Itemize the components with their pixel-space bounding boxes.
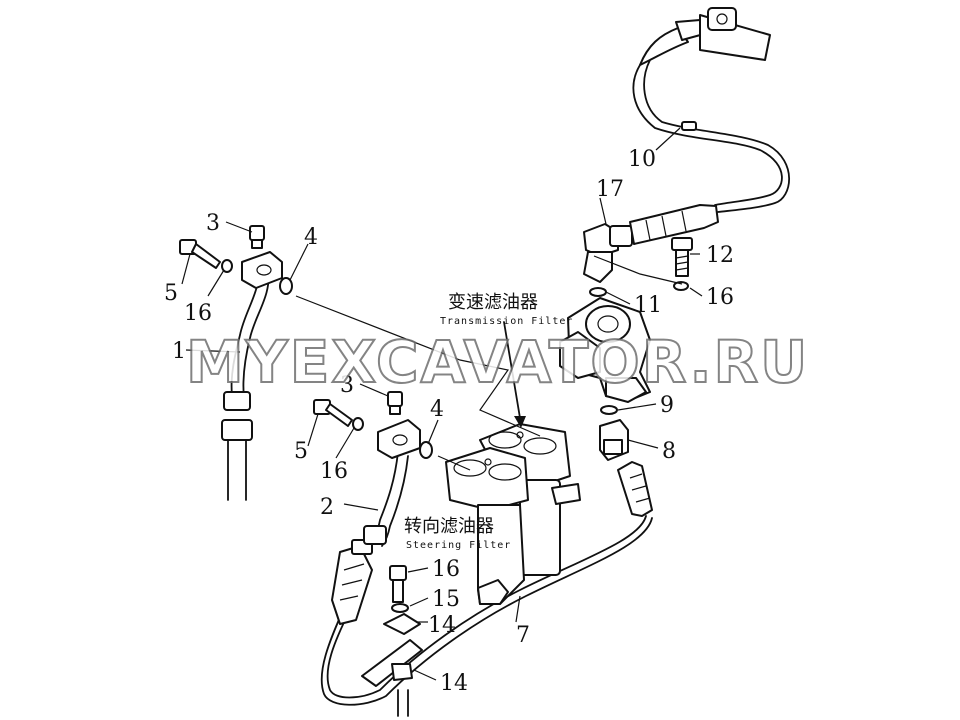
label-5-lower: 5 <box>294 439 308 464</box>
flange-2 <box>377 419 421 459</box>
washer-16-lower <box>352 417 364 431</box>
label-12: 12 <box>706 243 734 268</box>
label-7: 7 <box>516 623 530 648</box>
routing-line-lower <box>437 455 471 471</box>
steering-filter-caption-en: Steering Filter <box>406 540 511 551</box>
bolt-5-upper <box>179 239 221 269</box>
label-14-lower: 14 <box>440 671 468 696</box>
label-11: 11 <box>634 293 662 318</box>
label-5-upper: 5 <box>164 281 178 306</box>
label-16-upper: 16 <box>184 301 212 326</box>
label-1: 1 <box>172 339 186 364</box>
label-3-upper: 3 <box>206 211 220 236</box>
label-2: 2 <box>320 495 334 520</box>
routing-line-upper <box>295 295 541 437</box>
bolt-12 <box>671 237 693 277</box>
label-16-right: 16 <box>706 285 734 310</box>
steering-filter <box>445 447 529 605</box>
bolt-16-bottom <box>389 565 407 603</box>
label-15: 15 <box>432 587 460 612</box>
washer-15 <box>391 603 409 613</box>
fitting-3-lower <box>387 391 403 415</box>
elbow-fitting-17 <box>583 204 719 283</box>
clamp-14-upper <box>383 613 421 635</box>
steering-filter-caption-cn: 转向滤油器 <box>404 516 494 537</box>
o-ring-4-upper <box>279 277 293 295</box>
routing-line-right <box>593 255 683 285</box>
fitting-3-upper <box>249 225 265 249</box>
label-8: 8 <box>662 439 676 464</box>
pipe-2 <box>363 451 409 547</box>
fitting-8 <box>599 419 629 461</box>
hose-10 <box>632 7 791 213</box>
hose-7 <box>320 461 653 706</box>
watermark: MYEXCAVATOR.RU <box>186 328 809 396</box>
o-ring-9 <box>600 405 618 415</box>
label-4-upper: 4 <box>304 225 318 250</box>
valve-block <box>559 287 651 403</box>
label-9: 9 <box>660 393 674 418</box>
leader-lines <box>181 127 703 681</box>
label-3-lower: 3 <box>340 373 354 398</box>
washer-16-upper <box>221 259 233 273</box>
washer-16-right <box>673 281 689 291</box>
label-10: 10 <box>628 147 656 172</box>
clamp-bracket <box>361 639 423 717</box>
flange-1 <box>241 251 283 289</box>
label-17: 17 <box>596 177 624 202</box>
label-4-lower: 4 <box>430 397 444 422</box>
label-16-lower: 16 <box>320 459 348 484</box>
bolt-5-lower <box>313 399 353 427</box>
transmission-filter-caption-en: Transmission Filter <box>440 316 573 327</box>
o-ring-4-lower <box>419 441 433 459</box>
transmission-filter-caption-cn: 变速滤油器 <box>448 292 538 313</box>
label-14-upper: 14 <box>428 613 456 638</box>
label-16-bottom: 16 <box>432 557 460 582</box>
